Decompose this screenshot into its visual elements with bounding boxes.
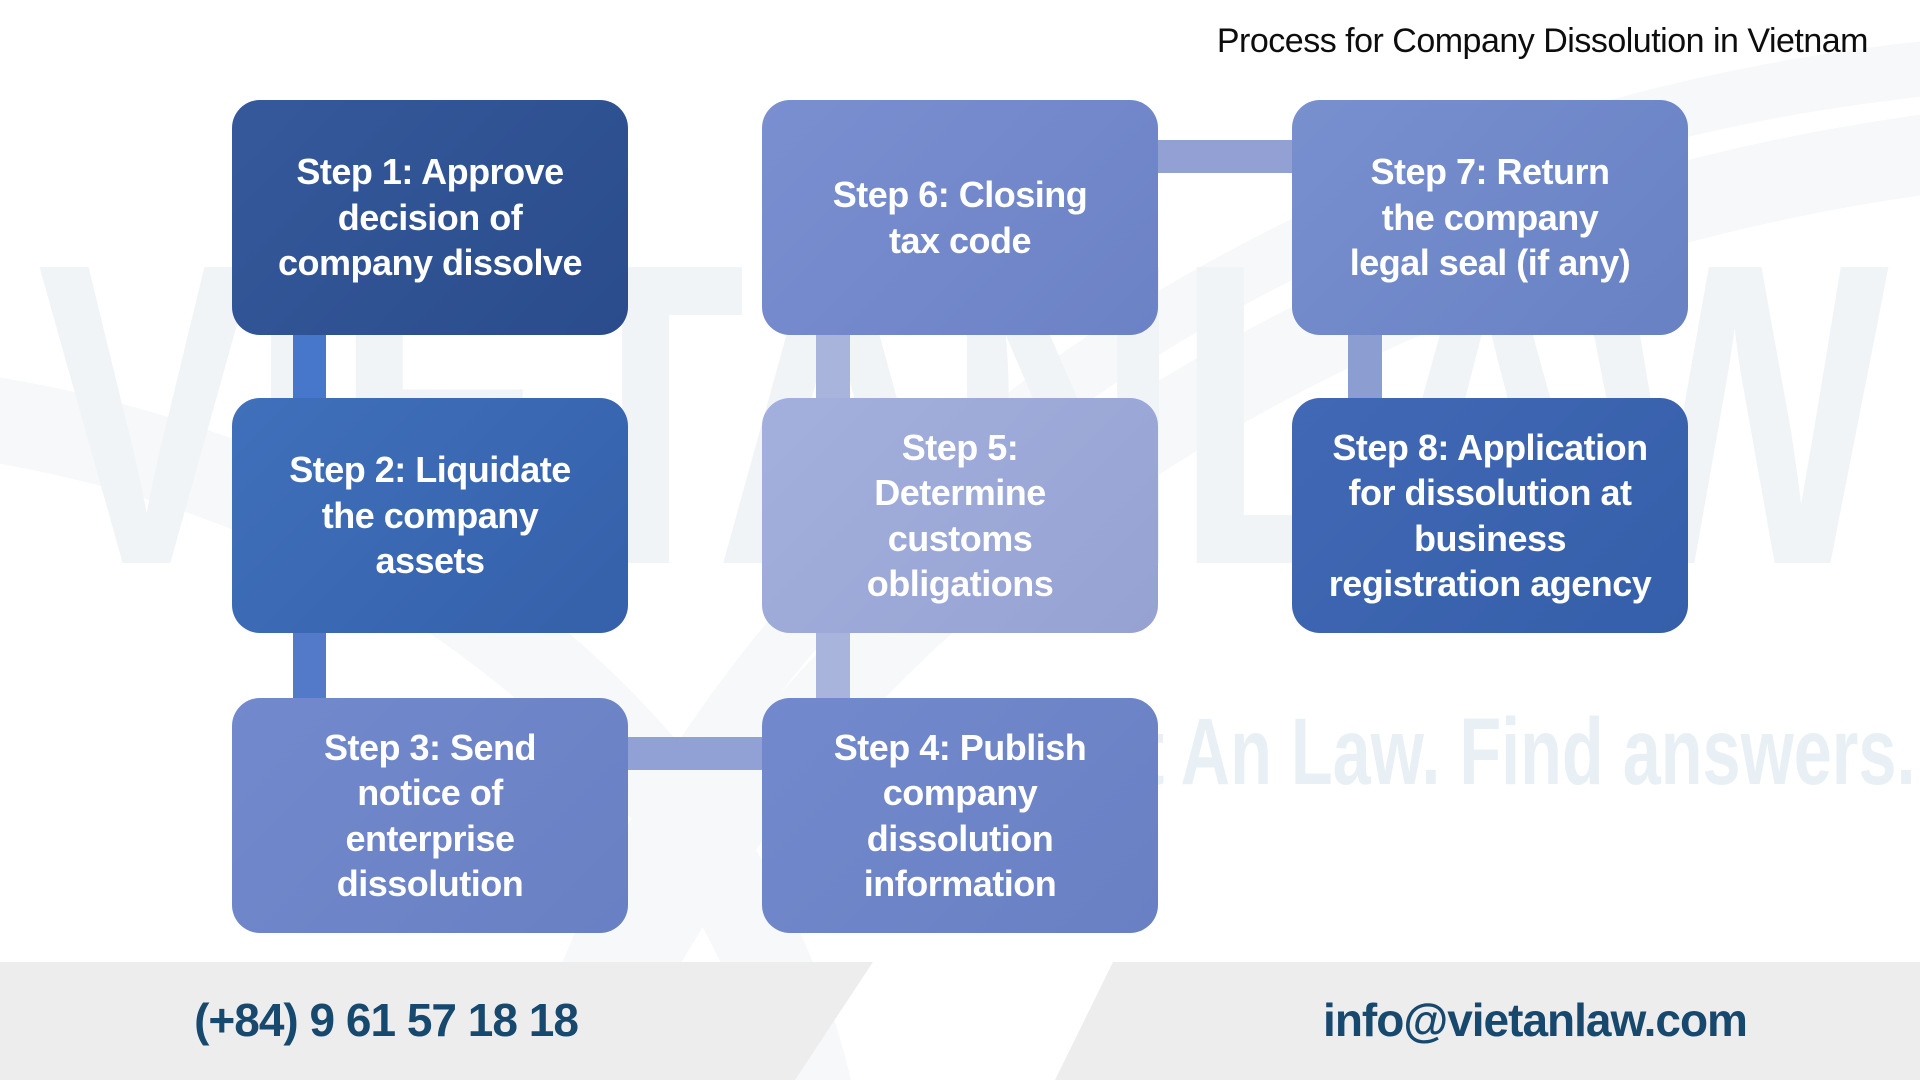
tagline-watermark: Viet An Law. Find answers. bbox=[1040, 699, 1916, 805]
flow-node-step-3: Step 3: Send notice of enterprise dissol… bbox=[232, 698, 628, 933]
connector-step1-step2 bbox=[293, 335, 326, 398]
footer-phone: (+84) 9 61 57 18 18 bbox=[194, 994, 579, 1046]
flow-node-step-7: Step 7: Return the company legal seal (i… bbox=[1292, 100, 1688, 335]
flow-node-step-1: Step 1: Approve decision of company diss… bbox=[232, 100, 628, 335]
connector-step2-step3 bbox=[293, 633, 326, 698]
page-title: Process for Company Dissolution in Vietn… bbox=[1216, 22, 1869, 60]
connector-step7-step8 bbox=[1348, 335, 1382, 398]
connector-step6-step7 bbox=[1158, 140, 1292, 173]
flow-node-step-6: Step 6: Closing tax code bbox=[762, 100, 1158, 335]
footer-email: info@vietanlaw.com bbox=[1323, 994, 1748, 1046]
connector-step3-step4 bbox=[628, 737, 762, 770]
flow-node-step-4: Step 4: Publish company dissolution info… bbox=[762, 698, 1158, 933]
footer-band-left bbox=[0, 962, 873, 1080]
connector-step5-step6 bbox=[816, 335, 850, 398]
flow-node-step-5: Step 5: Determine customs obligations bbox=[762, 398, 1158, 633]
flow-node-step-8: Step 8: Application for dissolution at b… bbox=[1292, 398, 1688, 633]
connector-step4-step5 bbox=[816, 633, 850, 698]
footer-band-right bbox=[1055, 962, 1920, 1080]
flow-node-step-2: Step 2: Liquidate the company assets bbox=[232, 398, 628, 633]
